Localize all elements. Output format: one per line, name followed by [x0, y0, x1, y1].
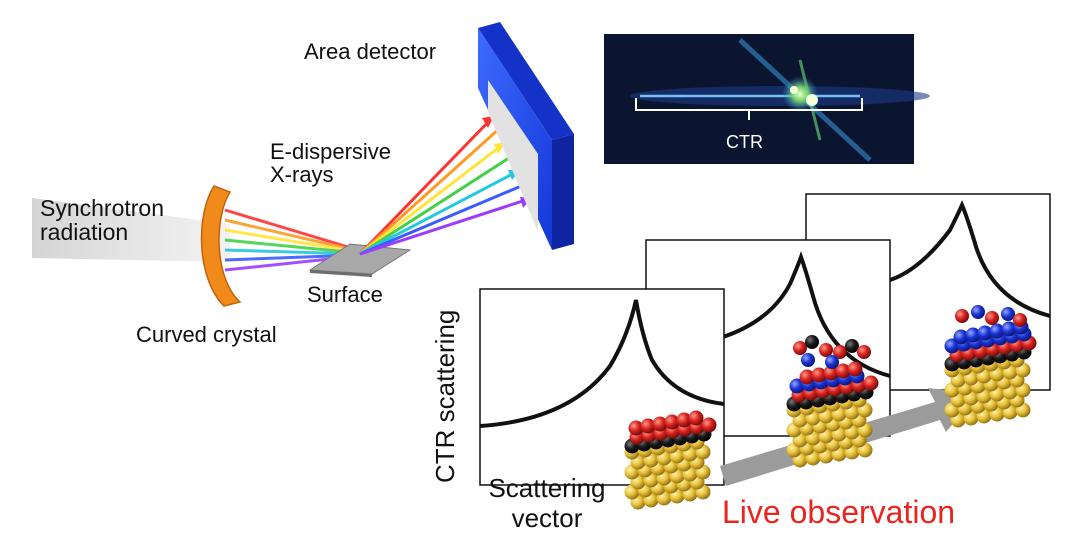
atom: [628, 420, 644, 436]
atom: [847, 361, 863, 377]
atom: [640, 418, 656, 434]
atom: [835, 363, 851, 379]
atom: [801, 353, 815, 367]
atom: [977, 325, 993, 341]
atom: [799, 369, 815, 385]
atom: [652, 416, 668, 432]
atom: [823, 365, 839, 381]
atom: [676, 412, 692, 428]
atom: [1013, 313, 1027, 327]
detector-image: [604, 34, 930, 164]
atom-cluster-final: [944, 305, 1037, 428]
synchrotron-beam: [32, 198, 230, 262]
atom: [805, 335, 819, 349]
atom: [793, 341, 807, 355]
ctr-bracket: [635, 98, 863, 120]
atom: [833, 345, 847, 359]
atom: [863, 375, 879, 391]
axis-label-ctr-scattering: CTR scattering: [430, 309, 460, 483]
diffracted-rainbow-beams: [358, 114, 533, 256]
atom: [811, 367, 827, 383]
atom: [989, 323, 1005, 339]
atom: [955, 309, 969, 323]
atom: [1001, 321, 1017, 337]
atom: [845, 339, 859, 353]
atom: [985, 311, 999, 325]
atom: [819, 343, 833, 357]
label-area-detector: Area detector: [304, 39, 437, 64]
atom: [701, 417, 717, 433]
atom: [971, 305, 985, 319]
area-detector-face: [488, 80, 538, 232]
atom: [857, 345, 871, 359]
label-synchrotron-radiation: Synchrotron radiation: [40, 195, 165, 246]
curved-crystal-icon: [200, 185, 242, 307]
atom: [688, 410, 704, 426]
surface-plate: [308, 243, 412, 275]
atom-cluster-initial: [624, 410, 717, 510]
atom: [664, 414, 680, 430]
atom: [965, 327, 981, 343]
label-e-dispersive-xrays: E-dispersive X-rays: [270, 139, 392, 188]
axis-label-scattering-vector: Scattering vector: [488, 473, 606, 533]
atom: [789, 378, 805, 394]
area-detector-right: [552, 134, 574, 250]
atom: [1001, 307, 1015, 321]
label-live-observation: Live observation: [722, 494, 956, 530]
atom: [953, 329, 969, 345]
label-curved-crystal: Curved crystal: [136, 322, 277, 347]
surface-plate-edge: [310, 270, 372, 277]
atom: [825, 355, 839, 369]
label-ctr: CTR: [726, 132, 763, 152]
area-detector-side: [478, 22, 574, 140]
label-surface: Surface: [307, 282, 383, 307]
atom-cluster-middle: [786, 335, 879, 468]
